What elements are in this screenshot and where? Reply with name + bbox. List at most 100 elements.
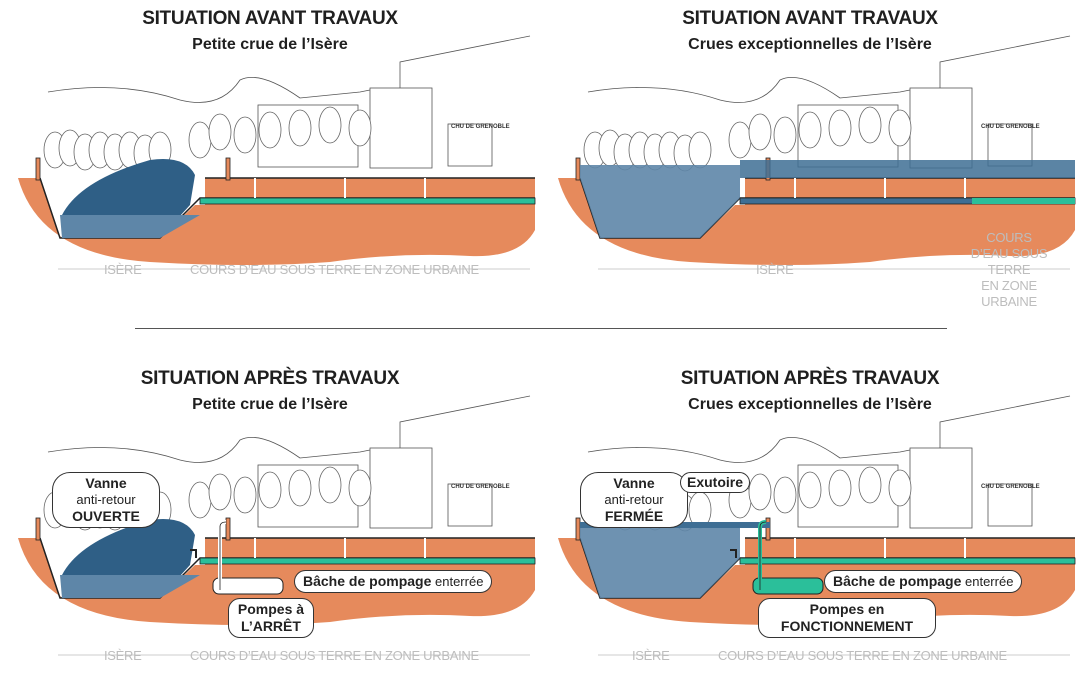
river-water — [580, 165, 740, 238]
tree — [888, 469, 912, 507]
scene-illustration — [558, 35, 1076, 270]
panel-before-exceptional-flood: SITUATION AVANT TRAVAUX Crues exceptionn… — [540, 0, 1080, 330]
callout-vanne: Vanne anti-retour FERMÉE — [580, 472, 688, 528]
tree — [233, 476, 257, 514]
tree — [348, 109, 372, 147]
flood-wall — [225, 157, 231, 181]
panel-title: SITUATION APRÈS TRAVAUX — [140, 368, 400, 389]
dim-label-isere: ISÈRE — [104, 262, 142, 277]
building — [369, 87, 433, 169]
crane-line — [399, 395, 531, 455]
dim-label-isere: ISÈRE — [756, 262, 794, 277]
panel-subtitle: Crues exceptionnelles de l’Isère — [688, 396, 932, 413]
tree — [798, 471, 822, 509]
crane-line — [939, 395, 1071, 455]
callout-pompes: Pompes en FONCTIONNEMENT — [758, 598, 936, 638]
soil — [18, 178, 535, 265]
panel-title: SITUATION APRÈS TRAVAUX — [680, 368, 940, 389]
panel-subtitle: Crues exceptionnelles de l’Isère — [688, 36, 932, 53]
callout-pompes: Pompes à L’ARRÊT — [228, 598, 314, 638]
flood-wall — [225, 517, 231, 541]
hospital-building — [987, 123, 1033, 167]
panel-before-small-flood: SITUATION AVANT TRAVAUX Petite crue de l… — [0, 0, 540, 330]
underground-river-pipe — [199, 557, 536, 565]
hills-outline — [587, 77, 911, 103]
pumping-tank — [212, 577, 284, 595]
tree — [288, 109, 312, 147]
flood-wall — [575, 517, 581, 541]
scene-illustration — [558, 395, 1076, 656]
tree — [858, 106, 882, 144]
flood-wall — [35, 517, 41, 541]
panel-after-small-flood: SITUATION APRÈS TRAVAUX Petite crue de l… — [0, 360, 540, 690]
callout-exutoire: Exutoire — [680, 472, 751, 493]
callout-bache: Bâche de pompage enterrée — [294, 570, 493, 593]
tree — [288, 469, 312, 507]
callout-vanne: Vanne anti-retour OUVERTE — [52, 472, 160, 528]
tree — [773, 116, 797, 154]
tree — [748, 113, 772, 151]
underground-river-pipe — [199, 197, 536, 205]
hills-outline — [47, 77, 371, 103]
hills-outline — [47, 437, 371, 463]
crane-line — [399, 35, 531, 95]
building — [909, 87, 973, 169]
underground-river-pipe-clear — [972, 198, 1075, 204]
tree — [888, 109, 912, 147]
check-valve-icon — [190, 549, 197, 558]
dim-label-urban: COURS D’EAU SOUS TERRE EN ZONE URBAINE — [190, 648, 479, 663]
dim-label-urban: COURS D’EAU SOUS TERRE EN ZONE URBAINE — [190, 262, 479, 277]
panel-title: SITUATION AVANT TRAVAUX — [682, 8, 938, 29]
panel-title: SITUATION AVANT TRAVAUX — [142, 8, 398, 29]
callout-bache: Bâche de pompage enterrée — [824, 570, 1023, 593]
check-valve-icon — [730, 549, 737, 558]
scene-illustration — [18, 35, 536, 270]
tree — [318, 466, 342, 504]
tree — [188, 121, 212, 159]
river-water-low — [60, 575, 200, 598]
hospital-building — [447, 483, 493, 527]
tree — [858, 466, 882, 504]
tree — [348, 469, 372, 507]
tree — [233, 116, 257, 154]
tree — [188, 481, 212, 519]
pump-outlet-pipe-outline — [759, 521, 767, 590]
flood-wall — [575, 157, 581, 181]
building — [909, 447, 973, 529]
pumping-tank — [752, 577, 824, 595]
river-water-low — [60, 215, 200, 238]
underground-river-pipe — [739, 557, 1076, 565]
hospital-sign: CHU DE GRENOBLE — [981, 124, 1040, 130]
tree — [208, 473, 232, 511]
crane-line — [939, 35, 1071, 95]
soil — [558, 178, 1075, 265]
pump-outlet-pipe-outline — [219, 521, 227, 590]
tree — [748, 473, 772, 511]
tree — [728, 121, 752, 159]
building — [369, 447, 433, 529]
flood-water-street — [740, 160, 1075, 178]
dim-label-urban: COURS D’EAU SOUS TERRE EN ZONE URBAINE — [970, 230, 1048, 309]
panel-after-exceptional-flood: SITUATION APRÈS TRAVAUX Crues exceptionn… — [540, 360, 1080, 690]
panel-subtitle: Petite crue de l’Isère — [192, 36, 348, 53]
tree — [688, 131, 712, 169]
tree — [798, 111, 822, 149]
tree — [208, 113, 232, 151]
hospital-sign: CHU DE GRENOBLE — [451, 124, 510, 130]
dim-label-isere: ISÈRE — [632, 648, 670, 663]
tree — [258, 471, 282, 509]
flood-wall — [35, 157, 41, 181]
tree — [828, 469, 852, 507]
panel-subtitle: Petite crue de l’Isère — [192, 396, 348, 413]
dim-label-urban: COURS D’EAU SOUS TERRE EN ZONE URBAINE — [718, 648, 1007, 663]
tree — [318, 106, 342, 144]
hospital-sign: CHU DE GRENOBLE — [451, 484, 510, 490]
dim-label-isere: ISÈRE — [104, 648, 142, 663]
tree — [773, 476, 797, 514]
hills-outline — [587, 437, 911, 463]
river-water — [580, 525, 740, 598]
flood-wall — [765, 517, 771, 541]
section-divider — [135, 328, 947, 329]
hospital-sign: CHU DE GRENOBLE — [981, 484, 1040, 490]
tree — [258, 111, 282, 149]
